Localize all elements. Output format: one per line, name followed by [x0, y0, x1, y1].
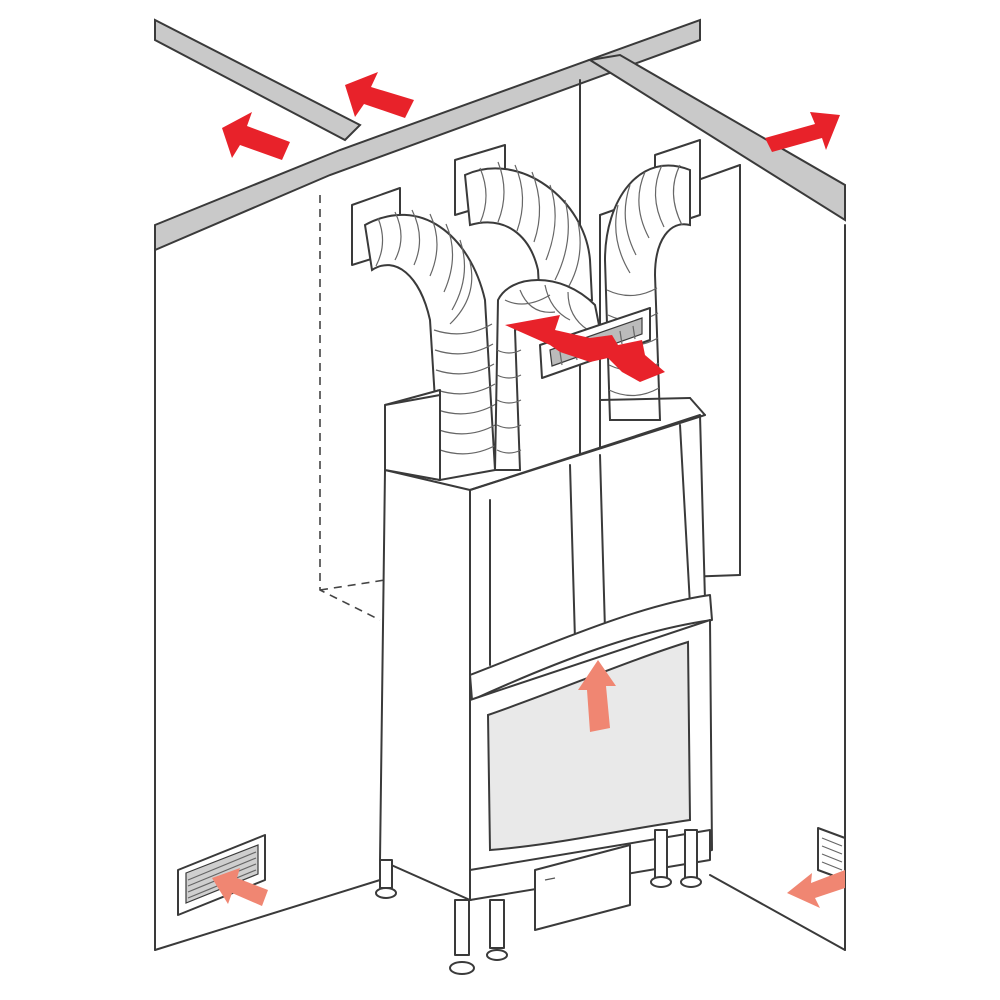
flexible-ducts [351, 139, 701, 482]
fireplace-glass-door [486, 640, 692, 852]
ash-drawer [534, 844, 631, 931]
fireplace-legs [375, 829, 702, 975]
arrow-ceiling-right [765, 112, 840, 152]
fireplace-insert [375, 389, 713, 975]
arrow-ceiling-center [345, 72, 414, 118]
arrow-wall-left [212, 868, 268, 906]
arrow-wall-right [787, 870, 845, 908]
door-handle-bar [469, 594, 713, 701]
ceiling-beam-back-left [154, 18, 362, 142]
arrow-duct-to-grille [505, 315, 665, 382]
arrow-convection-up [578, 660, 616, 732]
airflow-arrows [212, 72, 845, 908]
ceiling-beam-right [587, 53, 846, 222]
arrow-ceiling-left [222, 112, 290, 160]
fireplace-body-side [379, 469, 471, 901]
ceiling-beams [154, 18, 846, 252]
